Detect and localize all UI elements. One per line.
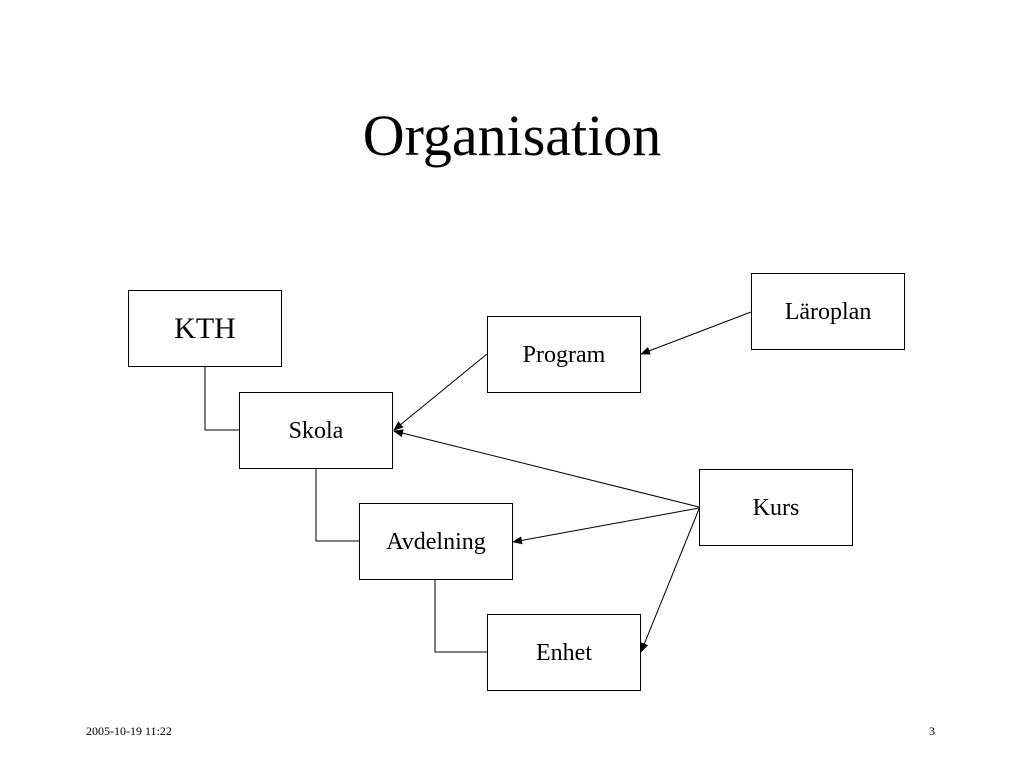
node-kth: KTH <box>128 290 282 367</box>
node-program: Program <box>487 316 641 393</box>
node-skola: Skola <box>239 392 393 469</box>
link-kth-skola <box>204 367 239 431</box>
footer-date: 2005-10-19 11:22 <box>86 724 172 738</box>
page-number: 3 <box>929 724 935 738</box>
arrow-laroplan-program <box>640 311 752 355</box>
slide-title: Organisation <box>362 103 662 168</box>
arrow-kurs-enhet <box>640 508 700 653</box>
node-enhet: Enhet <box>487 614 641 691</box>
arrow-program-skola <box>393 353 488 431</box>
node-kurs: Kurs <box>699 469 853 546</box>
arrow-kurs-skola <box>393 429 700 508</box>
link-skola-avdelning <box>315 469 359 542</box>
arrow-kurs-avdelning <box>512 507 700 545</box>
node-avdelning: Avdelning <box>359 503 513 580</box>
link-avdelning-enhet <box>434 580 487 653</box>
node-laroplan: Läroplan <box>751 273 905 350</box>
